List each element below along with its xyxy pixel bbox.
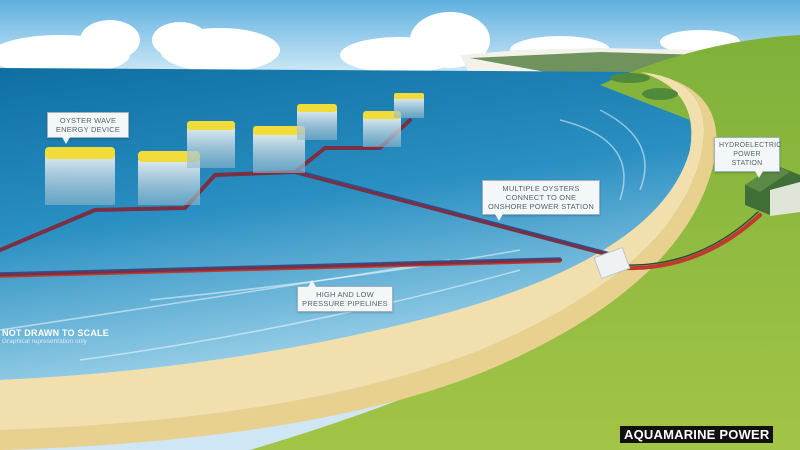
oyster-devices	[45, 93, 424, 205]
oyster-device	[45, 147, 115, 205]
pipelines-label: High and low pressure pipelines	[297, 280, 393, 312]
land	[250, 35, 800, 450]
multiple-oysters-label: Multiple oysters connect to one onshore …	[482, 180, 600, 221]
aquamarine-power-logo: AQUAMARINE POWER	[620, 426, 774, 443]
oyster-device-label: Oyster wave energy device	[47, 112, 129, 144]
scale-note-subtitle: Graphical representation only	[2, 338, 87, 345]
oyster-device	[394, 93, 424, 118]
pipeline-network	[0, 118, 762, 278]
clouds	[0, 12, 740, 75]
wave-lines	[0, 109, 646, 361]
sea	[0, 68, 692, 380]
scale-note: NOT DRAWN TO SCALE Graphical representat…	[2, 328, 109, 345]
beach	[0, 72, 704, 430]
scale-note-title: NOT DRAWN TO SCALE	[2, 328, 109, 338]
oyster-device	[253, 126, 305, 173]
onshore-pipeline	[623, 213, 762, 271]
oyster-device	[187, 121, 235, 168]
onshore-junction	[593, 246, 631, 280]
hydro-station-label: Hydroelectric power station	[714, 137, 781, 178]
oyster-device	[297, 104, 337, 140]
oyster-device	[363, 111, 401, 147]
